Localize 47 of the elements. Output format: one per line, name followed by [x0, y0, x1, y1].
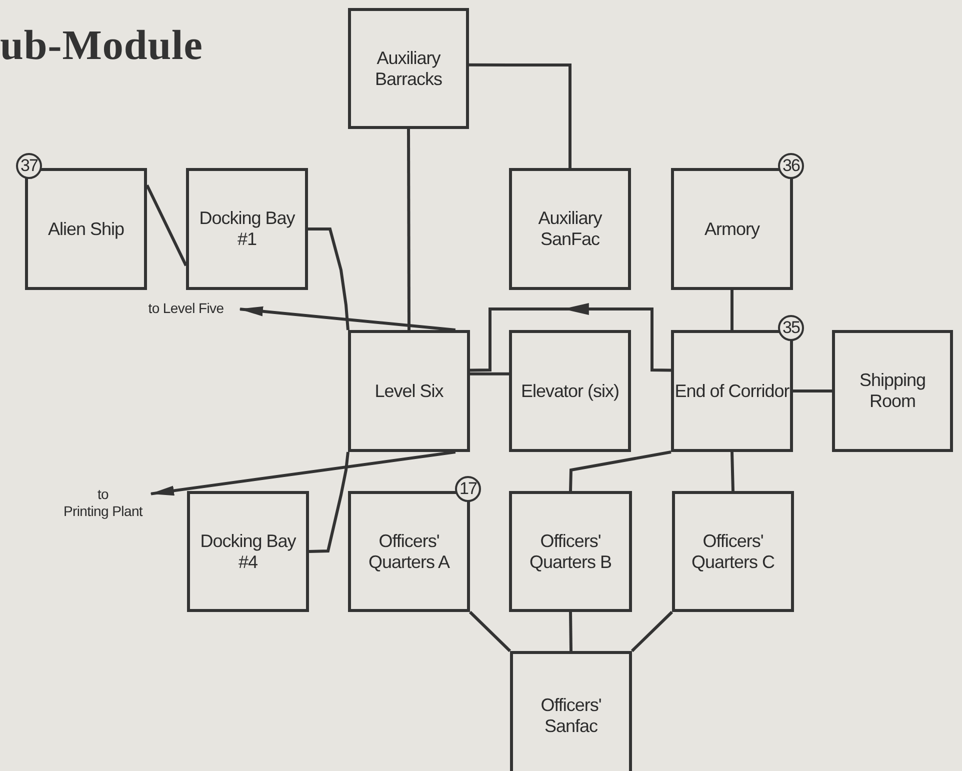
- room-label: Officers' Sanfac: [540, 695, 602, 737]
- room-label: Docking Bay #4: [199, 530, 298, 572]
- page-title: ub-Module: [0, 22, 203, 70]
- room-label: Alien Ship: [48, 218, 124, 240]
- connector-line: [730, 452, 734, 492]
- connector-line: [469, 63, 572, 168]
- connector-line: [470, 372, 509, 376]
- connector-line: [407, 129, 410, 330]
- room-label: Officers' Quarters A: [367, 530, 451, 572]
- room-label: Level Six: [374, 380, 444, 402]
- room-number-badge: 17: [455, 476, 481, 502]
- arrow: [150, 450, 456, 496]
- connector-line: [146, 184, 188, 266]
- arrow: [470, 303, 672, 372]
- room-label: Armory: [704, 218, 760, 240]
- connector-line: [569, 450, 672, 492]
- connector-line: [569, 612, 572, 652]
- connector-line: [730, 290, 734, 330]
- room-number-badge: 35: [778, 315, 804, 341]
- room-box: [348, 330, 470, 452]
- room-label: Auxiliary Barracks: [374, 48, 443, 90]
- room-box: [509, 168, 631, 290]
- destination-label: to Level Five: [148, 300, 224, 316]
- room-box: [509, 491, 632, 612]
- room-box: [187, 491, 309, 612]
- room-box: [832, 330, 953, 452]
- room-number-badge: 36: [778, 153, 804, 179]
- connector-line: [793, 390, 832, 392]
- room-box: [510, 651, 632, 771]
- room-label: Officers' Quarters B: [528, 530, 613, 572]
- room-label: End of Corridor: [674, 380, 790, 402]
- room-number-badge: 37: [16, 153, 42, 179]
- connector-line: [308, 452, 350, 553]
- connector-line: [308, 228, 350, 330]
- connector-line: [468, 610, 512, 652]
- room-label: Shipping Room: [858, 370, 927, 412]
- connector-line: [630, 610, 674, 652]
- room-label: Auxiliary SanFac: [537, 208, 604, 250]
- room-box: [509, 330, 631, 452]
- room-box: [348, 8, 469, 129]
- room-box: [186, 168, 308, 290]
- room-label: Elevator (six): [520, 380, 620, 402]
- arrow: [239, 306, 456, 332]
- room-label: Docking Bay #1: [198, 208, 296, 250]
- destination-label: to Printing Plant: [63, 486, 143, 520]
- room-box: [672, 491, 794, 612]
- room-label: Officers' Quarters C: [690, 530, 776, 572]
